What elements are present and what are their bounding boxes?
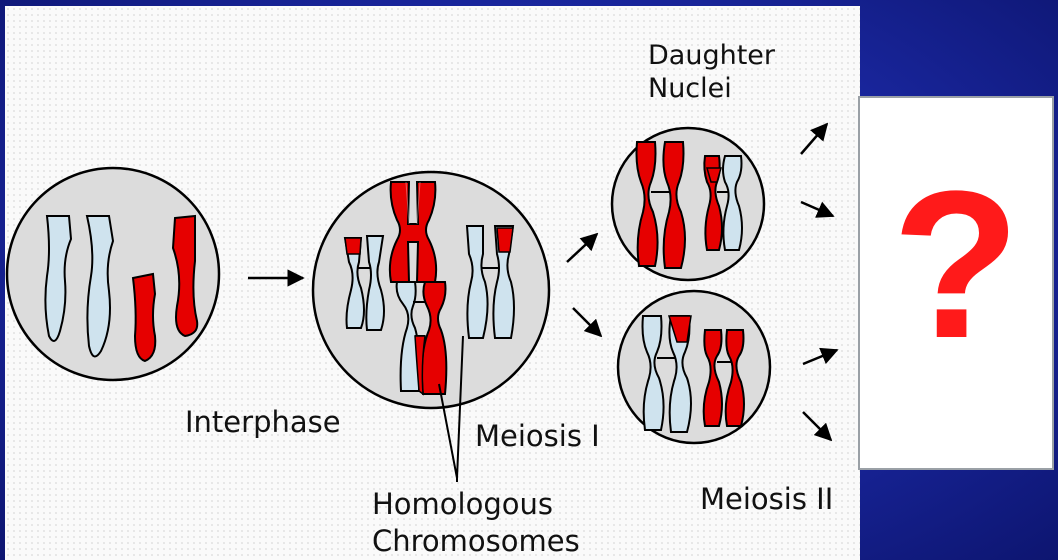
question-card: ? — [858, 96, 1054, 470]
daughter-nucleus-lower — [618, 291, 770, 443]
meiosis-one-nucleus — [313, 172, 549, 408]
label-interphase: Interphase — [185, 405, 341, 439]
label-meiosis-two: Meiosis II — [700, 482, 833, 516]
chromatid-red-1 — [133, 274, 155, 361]
label-nuclei: Nuclei — [648, 73, 732, 104]
question-mark-icon: ? — [860, 160, 1052, 370]
label-meiosis-one: Meiosis I — [475, 419, 600, 453]
label-daughter: Daughter — [648, 40, 776, 71]
daughter-nucleus-upper — [612, 128, 764, 280]
meiosis-diagram: Interphase Meiosis I Meiosis II Daughter… — [5, 6, 860, 560]
label-chromosomes: Chromosomes — [372, 524, 580, 558]
interphase-nucleus — [7, 168, 219, 380]
label-homologous: Homologous — [372, 487, 553, 521]
